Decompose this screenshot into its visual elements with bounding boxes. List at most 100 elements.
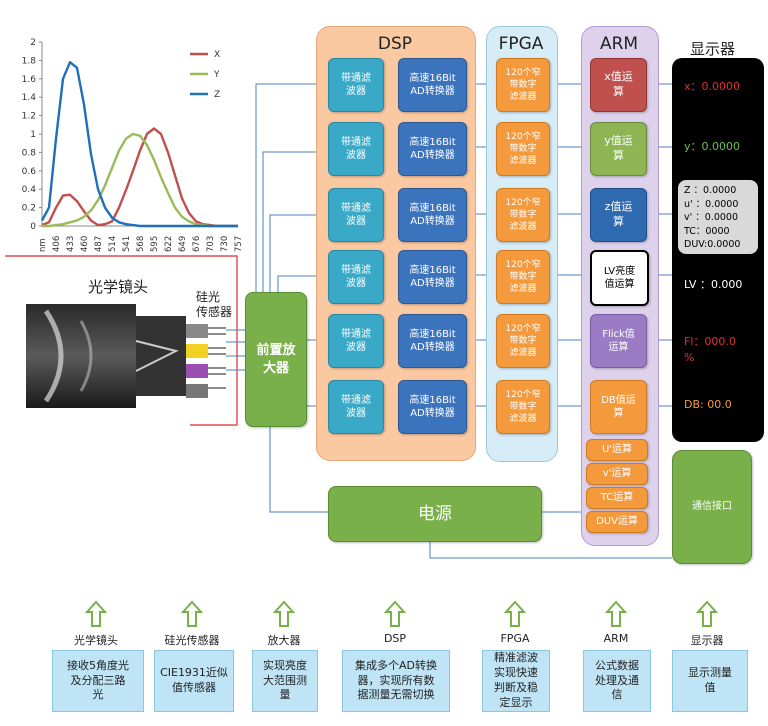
bandpass-filter-4: 带通滤 波器 <box>328 250 384 304</box>
arm-flick-calc: Flick值 运算 <box>590 314 647 368</box>
fpga-filter-5: 120个窄 带数字 滤波器 <box>496 314 550 368</box>
legend-label: Z <box>214 90 220 100</box>
bottom-desc-arm: 公式数据 处理及通 信 <box>583 650 651 712</box>
x-tick-label: 595 <box>150 236 160 252</box>
display-y-value: y：0.0000 <box>684 140 740 153</box>
fpga-filter-3: 120个窄 带数字 滤波器 <box>496 188 550 242</box>
lens-image <box>26 304 226 408</box>
up-arrow-icon <box>180 600 204 627</box>
bottom-desc-sensor: CIE1931近似 值传感器 <box>154 650 234 712</box>
bottom-desc-amp: 实现亮度 大范围测 量 <box>252 650 318 712</box>
bottom-label-lens: 光学镜头 <box>74 634 118 647</box>
adc-1: 高速16Bit AD转换器 <box>398 58 467 112</box>
legend-label: X <box>214 50 220 60</box>
bottom-desc-lens: 接收5角度光 及分配三路 光 <box>52 650 144 712</box>
up-arrow-icon <box>383 600 407 627</box>
y-tick-label: 1.4 <box>22 93 37 103</box>
chart-axes: 0 0.2 0.4 0.6 0.8 1 1.2 1.4 1.6 1.8 2 nm 406 433 460 48… <box>22 38 244 252</box>
adc-3: 高速16Bit AD转换器 <box>398 188 467 242</box>
bandpass-filter-2: 带通滤 波器 <box>328 122 384 176</box>
arm-u-calc: U'运算 <box>586 439 648 461</box>
bottom-label-dsp: DSP <box>383 632 407 645</box>
x-tick-label: 460 <box>80 236 90 252</box>
dsp-title: DSP <box>377 34 413 54</box>
bottom-label-fpga: FPGA <box>500 632 530 645</box>
power-box: 电源 <box>328 486 542 542</box>
y-tick-label: 1.6 <box>22 75 37 85</box>
arm-title: ARM <box>599 34 639 54</box>
y-tick-label: 2 <box>30 38 36 48</box>
x-tick-label: 622 <box>164 236 174 252</box>
bandpass-filter-1: 带通滤 波器 <box>328 58 384 112</box>
x-tick-label: 757 <box>234 236 244 252</box>
display-z-uv-panel: Z ：0.0000 u' ：0.0000 v' ：0.0000 TC：0000 … <box>678 180 758 254</box>
fpga-filter-2: 120个窄 带数字 滤波器 <box>496 122 550 176</box>
x-tick-label: 541 <box>122 236 132 252</box>
y-tick-label: 0 <box>30 222 36 232</box>
x-tick-label: 406 <box>52 236 62 252</box>
y-tick-label: 1.2 <box>22 112 36 122</box>
y-tick-label: 0.8 <box>22 148 37 158</box>
bottom-label-amp: 放大器 <box>267 634 301 647</box>
x-tick-label: 703 <box>206 236 216 252</box>
cie-spectral-chart: 0 0.2 0.4 0.6 0.8 1 1.2 1.4 1.6 1.8 2 nm 406 433 460 48… <box>22 38 244 252</box>
adc-4: 高速16Bit AD转换器 <box>398 250 467 304</box>
x-tick-label: 649 <box>178 236 188 252</box>
arm-x-calc: x值运 算 <box>590 58 647 112</box>
bandpass-filter-5: 带通滤 波器 <box>328 314 384 368</box>
y-tick-label: 0.2 <box>22 204 36 214</box>
arm-tc-calc: TC运算 <box>586 487 648 509</box>
comm-interface-box: 通信接口 <box>672 450 752 564</box>
chart-legend: XYZ <box>190 50 220 100</box>
fpga-title: FPGA <box>498 34 544 54</box>
preamp-box: 前置放 大器 <box>245 292 307 427</box>
sensor-label: 硅光 传感器 <box>196 290 233 319</box>
arm-lv-calc: LV亮度 值运算 <box>590 250 649 306</box>
x-tick-label: 433 <box>66 236 76 252</box>
arm-v-calc: v'运算 <box>586 463 648 485</box>
up-arrow-icon <box>272 600 296 627</box>
x-tick-label: 487 <box>94 236 104 252</box>
bottom-desc-display: 显示测量 值 <box>672 650 748 712</box>
x-tick-label: 514 <box>108 236 118 252</box>
x-tick-label: nm <box>38 238 48 252</box>
bottom-label-arm: ARM <box>603 632 629 645</box>
adc-5: 高速16Bit AD转换器 <box>398 314 467 368</box>
bandpass-filter-3: 带通滤 波器 <box>328 188 384 242</box>
y-tick-label: 1.8 <box>22 56 37 66</box>
chart-series <box>40 61 238 228</box>
fpga-filter-4: 120个窄 带数字 滤波器 <box>496 250 550 304</box>
series-line-z <box>40 61 238 228</box>
arm-db-calc: DB值运 算 <box>590 380 647 434</box>
fpga-filter-6: 120个窄 带数字 滤波器 <box>496 380 550 434</box>
up-arrow-icon <box>84 600 108 627</box>
display-x-value: x：0.0000 <box>684 80 740 93</box>
display-title: 显示器 <box>690 40 736 58</box>
display-fl-value: Fl：000.0 % <box>684 335 736 364</box>
y-tick-label: 0.4 <box>22 185 37 195</box>
arm-z-calc: z值运 算 <box>590 188 647 242</box>
bottom-label-sensor: 硅光传感器 <box>164 634 220 647</box>
up-arrow-icon <box>604 600 628 627</box>
bottom-desc-dsp: 集成多个AD转换 器，实现所有数 据测量无需切换 <box>342 650 450 712</box>
lens-label: 光学镜头 <box>88 278 149 296</box>
arm-duv-calc: DUV运算 <box>586 511 648 533</box>
x-tick-label: 676 <box>192 236 202 252</box>
bottom-label-display: 显示器 <box>690 634 724 647</box>
display-db-value: DB: 00.0 <box>684 398 732 411</box>
x-tick-label: 568 <box>136 236 146 252</box>
y-tick-label: 0.6 <box>22 167 37 177</box>
up-arrow-icon <box>503 600 527 627</box>
x-tick-label: 730 <box>220 236 230 252</box>
up-arrow-icon <box>695 600 719 627</box>
arm-y-calc: y值运 算 <box>590 122 647 176</box>
fpga-filter-1: 120个窄 带数字 滤波器 <box>496 58 550 112</box>
bandpass-filter-6: 带通滤 波器 <box>328 380 384 434</box>
y-tick-label: 1 <box>30 130 36 140</box>
adc-2: 高速16Bit AD转换器 <box>398 122 467 176</box>
adc-6: 高速16Bit AD转换器 <box>398 380 467 434</box>
bottom-arrows <box>84 600 719 627</box>
legend-label: Y <box>213 70 220 80</box>
bottom-desc-fpga: 精准滤波 实现快速 判断及稳 定显示 <box>482 650 550 712</box>
